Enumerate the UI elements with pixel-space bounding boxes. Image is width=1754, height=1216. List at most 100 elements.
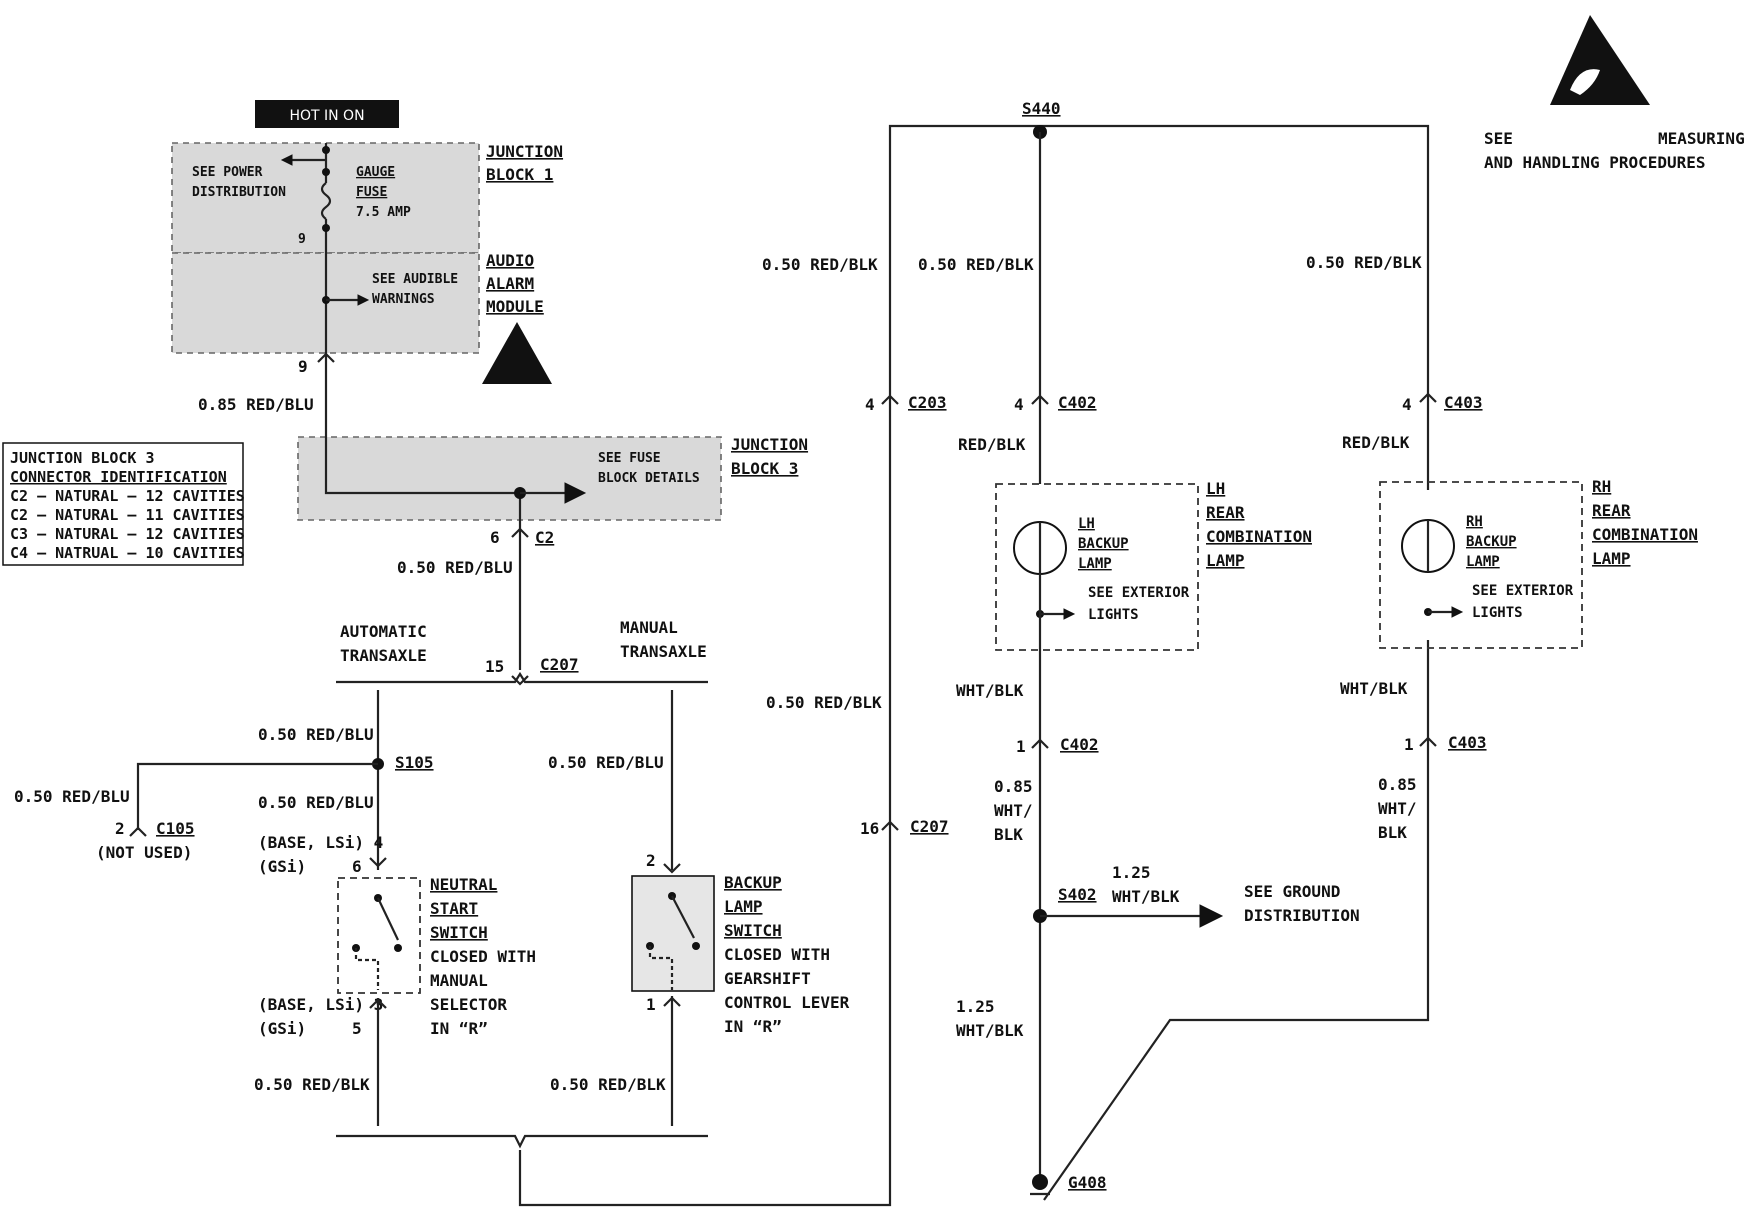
nss-label-2: START — [430, 899, 478, 918]
s440-label: S440 — [1022, 99, 1061, 118]
manual-wire-top: 0.50 RED/BLU — [548, 753, 664, 772]
nss-label-7: IN “R” — [430, 1019, 488, 1038]
auto-pin-top-1: (BASE, LSi) 4 — [258, 833, 383, 852]
split-bracket-bottom — [336, 1134, 708, 1149]
jb3-conn: C2 — [535, 528, 554, 547]
arrow-right-icon — [357, 294, 370, 306]
jb1-label-2: BLOCK 1 — [486, 165, 553, 184]
see-audible-2: WARNINGS — [372, 292, 435, 307]
nss-label-3: SWITCH — [430, 923, 488, 942]
arrow-left-icon — [280, 154, 293, 166]
nss-label-6: SELECTOR — [430, 995, 507, 1014]
s402-wire-2: WHT/BLK — [1112, 887, 1180, 906]
rh-wire-gnd-3: BLK — [1378, 823, 1407, 842]
jb3-pin: 6 — [490, 528, 500, 547]
lh-lamp-label-1: LH — [1078, 516, 1095, 532]
lh-wire-top: 0.50 RED/BLK — [918, 255, 1034, 274]
lh-wire-low: WHT/BLK — [956, 681, 1024, 700]
rh-lamp-label-2: BACKUP — [1466, 534, 1517, 550]
see-fuse-2: BLOCK DETAILS — [598, 471, 700, 486]
audio-label-2: ALARM — [486, 274, 534, 293]
bls-label-6: CONTROL LEVER — [724, 993, 850, 1012]
auto-wire-mid: 0.50 RED/BLU — [258, 793, 374, 812]
rh-wire-mid: RED/BLK — [1342, 433, 1410, 452]
ground-icon — [1030, 1174, 1050, 1196]
fuse-label-2: FUSE — [356, 185, 387, 200]
c207-return-pin: 16 — [860, 819, 879, 838]
legend-line-3: C2 – NATURAL – 12 CAVITIES — [10, 487, 245, 505]
s402-wire-1: 1.25 — [1112, 863, 1151, 882]
bls-label-5: GEARSHIFT — [724, 969, 811, 988]
hot-in-on-text: HOT IN ON — [289, 108, 364, 124]
rh-group-4: LAMP — [1592, 549, 1631, 568]
lh-wire-gnd-1: 0.85 — [994, 777, 1033, 796]
rh-group-1: RH — [1592, 477, 1611, 496]
auto-wire-bot: 0.50 RED/BLK — [254, 1075, 370, 1094]
rh-see-1: SEE EXTERIOR — [1472, 583, 1574, 599]
s402-label: S402 — [1058, 885, 1097, 904]
nss-label-4: CLOSED WITH — [430, 947, 536, 966]
rh-c403-bot: C403 — [1448, 733, 1487, 752]
c105-wire: 0.50 RED/BLU — [14, 787, 130, 806]
see-power-2: DISTRIBUTION — [192, 185, 286, 200]
auto-wire-top: 0.50 RED/BLU — [258, 725, 374, 744]
legend-line-6: C4 – NATRUAL – 10 CAVITIES — [10, 544, 245, 562]
manual-pin-top: 2 — [646, 851, 656, 870]
auto-label-1: AUTOMATIC — [340, 622, 427, 641]
legend-line-2: CONNECTOR IDENTIFICATION — [10, 468, 227, 486]
junction-block-3 — [297, 436, 722, 521]
connector-marks — [129, 352, 1437, 1009]
rh-wire-gnd-2: WHT/ — [1378, 799, 1417, 818]
lh-see-1: SEE EXTERIOR — [1088, 585, 1190, 601]
lh-c402-pin-top: 4 — [1014, 395, 1024, 414]
bls-label-3: SWITCH — [724, 921, 782, 940]
c207-left-conn: C207 — [540, 655, 579, 674]
lh-lamp-label-2: BACKUP — [1078, 536, 1129, 552]
legend-line-5: C3 – NATURAL – 12 CAVITIES — [10, 525, 245, 543]
rh-group-3: COMBINATION — [1592, 525, 1698, 544]
s105-label: S105 — [395, 753, 434, 772]
rh-wire-low: WHT/BLK — [1340, 679, 1408, 698]
return-wire-upper: 0.50 RED/BLK — [762, 255, 878, 274]
auto-pin-top-2: (GSi) — [258, 857, 306, 876]
jb1-pin: 9 — [298, 232, 306, 247]
audio-wire: 0.85 RED/BLU — [198, 395, 314, 414]
lh-group-2: REAR — [1206, 503, 1245, 522]
bls-label-4: CLOSED WITH — [724, 945, 830, 964]
lh-wire-final-2: WHT/BLK — [956, 1021, 1024, 1040]
manual-pin-bot: 1 — [646, 995, 656, 1014]
neutral-start-switch — [337, 877, 421, 994]
bls-label-7: IN “R” — [724, 1017, 782, 1036]
jb3-arrow-icon — [564, 482, 587, 504]
jb3-label-2: BLOCK 3 — [731, 459, 798, 478]
rh-group-2: REAR — [1592, 501, 1631, 520]
lh-group-3: COMBINATION — [1206, 527, 1312, 546]
audio-pin: 9 — [298, 357, 308, 376]
nss-label-5: MANUAL — [430, 971, 488, 990]
fuse-label-3: 7.5 AMP — [356, 205, 411, 220]
auto-pin-top-3: 6 — [352, 857, 362, 876]
c207-return-conn: C207 — [910, 817, 949, 836]
rh-lamp-label-3: LAMP — [1466, 554, 1500, 570]
see-audible-1: SEE AUDIBLE — [372, 272, 458, 287]
c207-left-pin: 15 — [485, 657, 504, 676]
jb3-wire: 0.50 RED/BLU — [397, 558, 513, 577]
bls-label-2: LAMP — [724, 897, 763, 916]
fuse-icon — [320, 182, 332, 220]
manual-label-1: MANUAL — [620, 618, 678, 637]
g408-label: G408 — [1068, 1173, 1107, 1192]
c105-pin: 2 — [115, 819, 125, 838]
rh-wire-gnd-1: 0.85 — [1378, 775, 1417, 794]
rh-see-2: LIGHTS — [1472, 605, 1523, 621]
auto-pin-bot-2: (GSi) — [258, 1019, 306, 1038]
lh-group-1: LH — [1206, 479, 1225, 498]
rh-c403-top: C403 — [1444, 393, 1483, 412]
rh-c403-pin-bot: 1 — [1404, 735, 1414, 754]
rh-lamp-label-1: RH — [1466, 514, 1483, 530]
rh-c403-pin-top: 4 — [1402, 395, 1412, 414]
c203-pin: 4 — [865, 395, 875, 414]
c203-conn: C203 — [908, 393, 947, 412]
rh-wire-top: 0.50 RED/BLK — [1306, 253, 1422, 272]
esd-note-line2: AND HANDLING PROCEDURES — [1484, 153, 1706, 172]
